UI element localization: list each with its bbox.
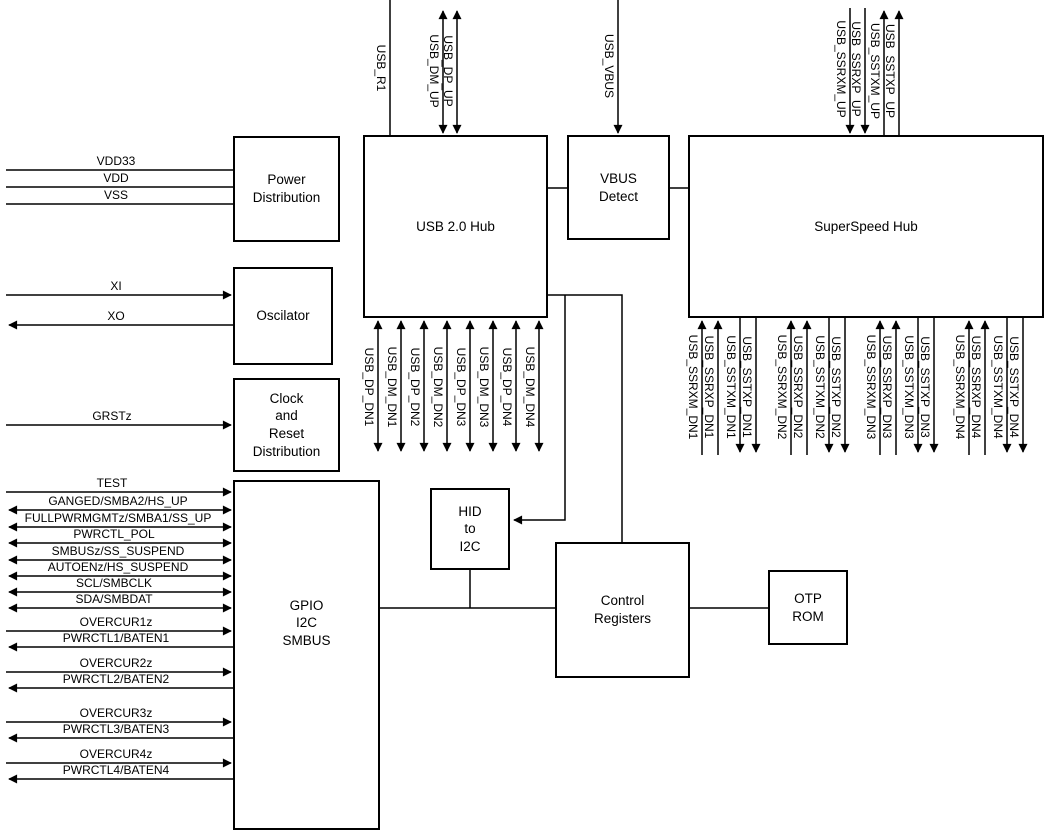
pin-label-autoenz-hs-suspend: AUTOENz/HS_SUSPEND	[47, 560, 189, 574]
pin-label-usb-ssrxp-dn2: USB_SSRXP_DN2	[791, 335, 805, 439]
pin-label-overcur3z: OVERCUR3z	[79, 706, 153, 720]
pin-label-usb-sstxm-dn2: USB_SSTXM_DN2	[813, 335, 827, 439]
block-oscillator: Oscilator	[233, 267, 333, 365]
pin-label-usb-vbus: USB_VBUS	[602, 33, 616, 99]
pin-label-pwrctl1-baten1: PWRCTL1/BATEN1	[62, 631, 170, 645]
pin-label-sda-smbdat: SDA/SMBDAT	[75, 592, 153, 606]
pin-label-usb-ssrxp-dn1: USB_SSRXP_DN1	[702, 335, 716, 439]
pin-label-usb-ssrxm-dn2: USB_SSRXM_DN2	[775, 334, 789, 440]
pin-label-usb-ssrxm-dn3: USB_SSRXM_DN3	[864, 334, 878, 440]
pin-label-usb-ssrxp-dn4: USB_SSRXP_DN4	[969, 335, 983, 439]
pin-label-usb-sstxp-dn2: USB_SSTXP_DN2	[829, 336, 843, 438]
block-hid-to-i2c: HID to I2C	[430, 488, 510, 570]
pin-label-test: TEST	[96, 476, 128, 490]
pin-label-usb-sstxp-dn4: USB_SSTXP_DN4	[1007, 336, 1021, 438]
block-control-registers-label: Control Registers	[593, 593, 652, 626]
pin-label-usb-sstxm-up: USB_SSTXM_UP	[868, 22, 882, 120]
pin-label-usb-sstxm-dn4: USB_SSTXM_DN4	[991, 335, 1005, 439]
block-hid-to-i2c-label: HID to I2C	[458, 503, 482, 554]
pin-label-smbusz-ss-suspend: SMBUSz/SS_SUSPEND	[51, 544, 185, 558]
block-otp-rom-label: OTP ROM	[792, 590, 824, 624]
block-superspeed-hub-label: SuperSpeed Hub	[814, 218, 918, 234]
block-otp-rom: OTP ROM	[768, 570, 848, 645]
pin-label-usb-dm-dn3: USB_DM_DN3	[477, 346, 491, 428]
pin-label-vdd: VDD	[103, 171, 129, 185]
pin-label-xi: XI	[110, 279, 122, 293]
pin-label-vss: VSS	[103, 188, 129, 202]
pin-label-overcur2z: OVERCUR2z	[79, 656, 153, 670]
pin-label-usb-sstxm-dn3: USB_SSTXM_DN3	[902, 335, 916, 439]
pin-label-usb-dp-dn1: USB_DP_DN1	[362, 347, 376, 427]
pin-label-usb-dp-up: USB_DP_UP	[441, 35, 455, 107]
block-vbus-detect-label: VBUS Detect	[598, 170, 639, 204]
pin-label-xo: XO	[107, 309, 125, 323]
pin-label-pwrctl-pol: PWRCTL_POL	[73, 527, 155, 541]
block-vbus-detect: VBUS Detect	[567, 135, 670, 240]
pin-label-usb-sstxp-up: USB_SSTXP_UP	[883, 23, 897, 119]
pin-label-usb-dp-dn3: USB_DP_DN3	[454, 347, 468, 427]
pin-label-fullpwrmgmtz-smba1-ss-up: FULLPWRMGMTz/SMBA1/SS_UP	[24, 511, 212, 525]
block-gpio-i2c-smbus: GPIO I2C SMBUS	[233, 480, 380, 830]
pin-label-usb-r1: USB_R1	[374, 44, 388, 92]
pin-label-pwrctl4-baten4: PWRCTL4/BATEN4	[62, 763, 170, 777]
pin-label-usb-dm-dn2: USB_DM_DN2	[431, 346, 445, 428]
pin-label-usb-ssrxm-dn4: USB_SSRXM_DN4	[953, 334, 967, 440]
pin-label-usb-dp-dn4: USB_DP_DN4	[500, 347, 514, 427]
pin-label-vdd33: VDD33	[96, 154, 136, 168]
pin-label-usb-ssrxp-dn3: USB_SSRXP_DN3	[880, 335, 894, 439]
block-usb2-hub-label: USB 2.0 Hub	[416, 218, 495, 234]
block-gpio-i2c-smbus-label: GPIO I2C SMBUS	[282, 597, 331, 648]
pin-label-grstz: GRSTz	[92, 409, 132, 423]
pin-label-usb-sstxp-dn1: USB_SSTXP_DN1	[740, 336, 754, 438]
pin-label-usb-dm-up: USB_DM_UP	[427, 34, 441, 108]
pin-label-usb-dm-dn1: USB_DM_DN1	[385, 346, 399, 428]
block-power-distribution-label: Power Distribution	[252, 172, 321, 205]
block-oscillator-label: Oscilator	[256, 308, 310, 324]
block-superspeed-hub: SuperSpeed Hub	[688, 135, 1044, 318]
pin-label-overcur4z: OVERCUR4z	[79, 747, 153, 761]
pin-label-usb-ssrxm-dn1: USB_SSRXM_DN1	[686, 334, 700, 440]
block-clock-reset-distribution: Clock and Reset Distribution	[233, 378, 340, 472]
pin-label-pwrctl2-baten2: PWRCTL2/BATEN2	[62, 672, 170, 686]
pin-label-ganged-smba2-hs-up: GANGED/SMBA2/HS_UP	[48, 494, 188, 508]
block-usb2-hub: USB 2.0 Hub	[363, 135, 548, 318]
pin-label-usb-sstxp-dn3: USB_SSTXP_DN3	[918, 336, 932, 438]
block-control-registers: Control Registers	[555, 542, 690, 678]
pin-label-scl-smbclk: SCL/SMBCLK	[75, 576, 153, 590]
block-clock-reset-distribution-label: Clock and Reset Distribution	[252, 390, 321, 459]
pin-label-usb-ssrxp-up: USB_SSRXP_UP	[849, 21, 863, 117]
pin-label-pwrctl3-baten3: PWRCTL3/BATEN3	[62, 722, 170, 736]
pin-label-usb-dp-dn2: USB_DP_DN2	[408, 347, 422, 427]
pin-label-overcur1z: OVERCUR1z	[79, 615, 153, 629]
block-power-distribution: Power Distribution	[233, 136, 340, 242]
pin-label-usb-ssrxm-up: USB_SSRXM_UP	[834, 20, 848, 118]
pin-label-usb-dm-dn4: USB_DM_DN4	[523, 346, 537, 428]
pin-label-usb-sstxm-dn1: USB_SSTXM_DN1	[724, 335, 738, 439]
